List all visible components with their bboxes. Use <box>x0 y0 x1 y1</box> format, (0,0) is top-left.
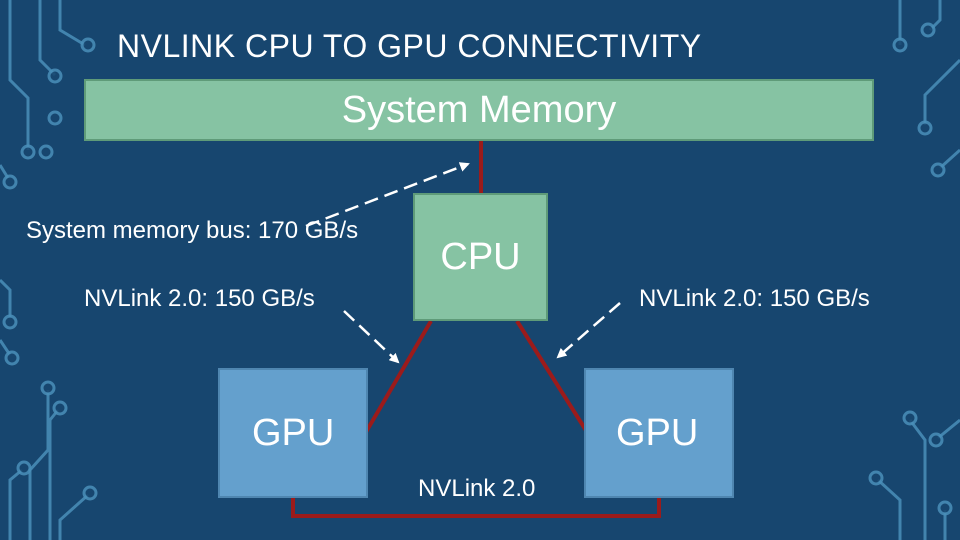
slide-title: NVLINK CPU TO GPU CONNECTIVITY <box>117 28 702 64</box>
circuit-trace <box>937 418 960 440</box>
circuit-node <box>902 410 918 426</box>
cpu-gpu-left-link <box>364 319 433 434</box>
circuit-node <box>920 22 936 38</box>
circuit-node <box>917 120 933 136</box>
nvlink-left-label: NVLink 2.0: 150 GB/s <box>84 285 315 312</box>
nvlink-bottom-label: NVLink 2.0 <box>418 475 536 502</box>
circuit-node <box>47 110 63 126</box>
circuit-trace <box>8 0 30 150</box>
gpu-left-box: GPU <box>218 368 368 498</box>
cpu-gpu-right-link <box>515 319 589 434</box>
gpu-right-box: GPU <box>584 368 734 498</box>
circuit-trace <box>0 278 12 318</box>
gpu-left-label: GPU <box>252 412 335 454</box>
circuit-node <box>52 400 68 416</box>
circuit-node <box>892 37 908 53</box>
circuit-node <box>20 144 36 160</box>
nvlink-right-label: NVLink 2.0: 150 GB/s <box>639 285 870 312</box>
memory-bus-arrow <box>305 162 470 228</box>
circuit-node <box>930 162 946 178</box>
circuit-node <box>82 485 98 501</box>
circuit-trace <box>876 478 902 540</box>
circuit-node <box>937 500 953 516</box>
memory-bus-label: System memory bus: 170 GB/s <box>26 217 359 244</box>
gpu-right-label: GPU <box>616 412 699 454</box>
circuit-node <box>47 68 63 84</box>
cpu-box: CPU <box>413 193 548 321</box>
circuit-trace <box>58 493 89 540</box>
gpu-gpu-link <box>291 497 661 518</box>
circuit-node <box>928 432 944 448</box>
circuit-trace <box>908 419 927 540</box>
nvlink-right-arrow <box>556 302 621 359</box>
circuit-trace <box>923 58 960 125</box>
circuit-node <box>2 314 18 330</box>
circuit-node <box>80 37 96 53</box>
nvlink-left-arrow <box>343 310 400 364</box>
circuit-node <box>40 380 56 396</box>
circuit-node <box>4 350 20 366</box>
circuit-trace <box>8 468 23 540</box>
circuit-node <box>16 460 32 476</box>
circuit-node <box>868 470 884 486</box>
system-memory-label: System Memory <box>341 89 617 131</box>
system-memory-box: System Memory <box>84 79 874 141</box>
cpu-label: CPU <box>440 236 521 278</box>
circuit-trace <box>38 0 57 77</box>
circuit-node <box>2 174 18 190</box>
circuit-trace <box>58 0 86 47</box>
circuit-trace <box>28 390 50 540</box>
circuit-node <box>38 144 54 160</box>
